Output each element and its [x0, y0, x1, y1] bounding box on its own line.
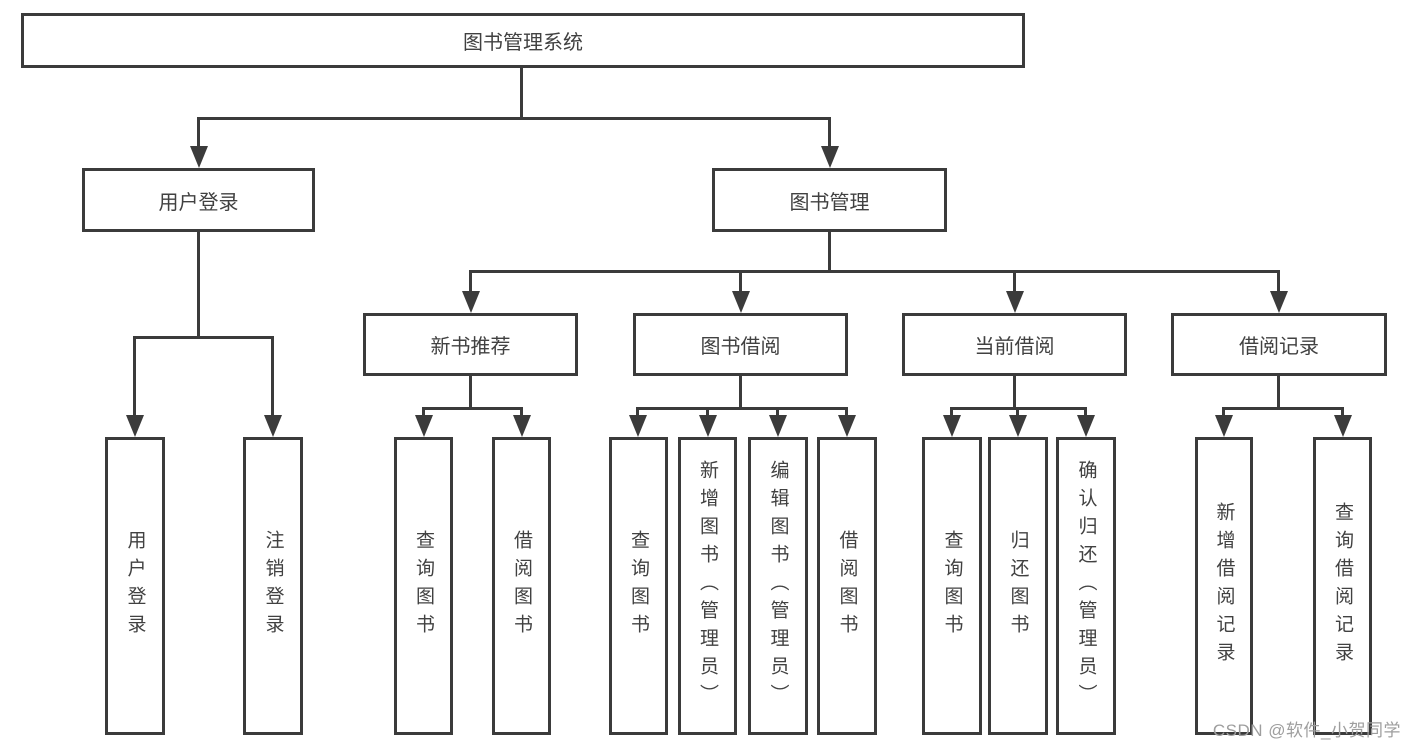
connector-borrow-records-bar [1222, 407, 1344, 410]
leaf-query-books-borrow: 查询图书 [609, 437, 668, 735]
node-current-borrow: 当前借阅 [902, 313, 1127, 376]
node-root-library-system: 图书管理系统 [21, 13, 1025, 68]
connector-current-borrow-stem [1013, 376, 1016, 407]
connector-arrow [768, 407, 787, 437]
connector-borrow-records-stem [1277, 376, 1280, 407]
connector-arrow [1008, 407, 1027, 437]
leaf-edit-book-admin: 编辑图书（管理员） [748, 437, 808, 735]
leaf-confirm-return-admin: 确认归还（管理员） [1056, 437, 1116, 735]
connector-arrow [1214, 407, 1233, 437]
leaf-logout: 注销登录 [243, 437, 303, 735]
node-borrow-records: 借阅记录 [1171, 313, 1387, 376]
leaf-add-book-admin: 新增图书（管理员） [678, 437, 737, 735]
connector-arrow [1333, 407, 1352, 437]
connector-book-borrow-bar [636, 407, 848, 410]
connector-arrow [837, 407, 856, 437]
connector-new-book-stem [469, 376, 472, 407]
node-user-login: 用户登录 [82, 168, 315, 232]
connector-arrow [942, 407, 961, 437]
connector-arrow-borrow-records [1269, 270, 1288, 313]
node-book-borrow: 图书借阅 [633, 313, 848, 376]
node-new-book-recommend: 新书推荐 [363, 313, 578, 376]
connector-arrow [512, 407, 531, 437]
connector-book-management-stem [828, 232, 831, 273]
leaf-return-book: 归还图书 [988, 437, 1048, 735]
connector-book-borrow-stem [739, 376, 742, 407]
connector-root-bar [197, 117, 831, 120]
leaf-borrow-book: 借阅图书 [817, 437, 877, 735]
connector-book-management-bar [469, 270, 1280, 273]
connector-arrow-leaf-logout [263, 336, 282, 437]
connector-arrow-new-book [461, 270, 480, 313]
connector-arrow [698, 407, 717, 437]
leaf-query-books-recommend: 查询图书 [394, 437, 453, 735]
leaf-query-books-current: 查询图书 [922, 437, 982, 735]
connector-arrow [1076, 407, 1095, 437]
leaf-add-borrow-record: 新增借阅记录 [1195, 437, 1253, 735]
connector-arrow [628, 407, 647, 437]
connector-arrow [414, 407, 433, 437]
connector-arrow-book-borrow [731, 270, 750, 313]
node-book-management: 图书管理 [712, 168, 947, 232]
connector-arrow-user-login [189, 117, 208, 168]
leaf-borrow-books-recommend: 借阅图书 [492, 437, 551, 735]
leaf-user-login: 用户登录 [105, 437, 165, 735]
leaf-query-borrow-record: 查询借阅记录 [1313, 437, 1372, 735]
connector-user-login-stem [197, 232, 200, 336]
connector-arrow-leaf-user-login [125, 336, 144, 437]
csdn-watermark: CSDN @软件_小贺同学 [1212, 721, 1401, 740]
connector-new-book-bar [422, 407, 522, 410]
connector-user-login-bar [133, 336, 274, 339]
connector-arrow-book-management [820, 117, 839, 168]
connector-arrow-current-borrow [1005, 270, 1024, 313]
connector-root-stem [520, 68, 523, 117]
